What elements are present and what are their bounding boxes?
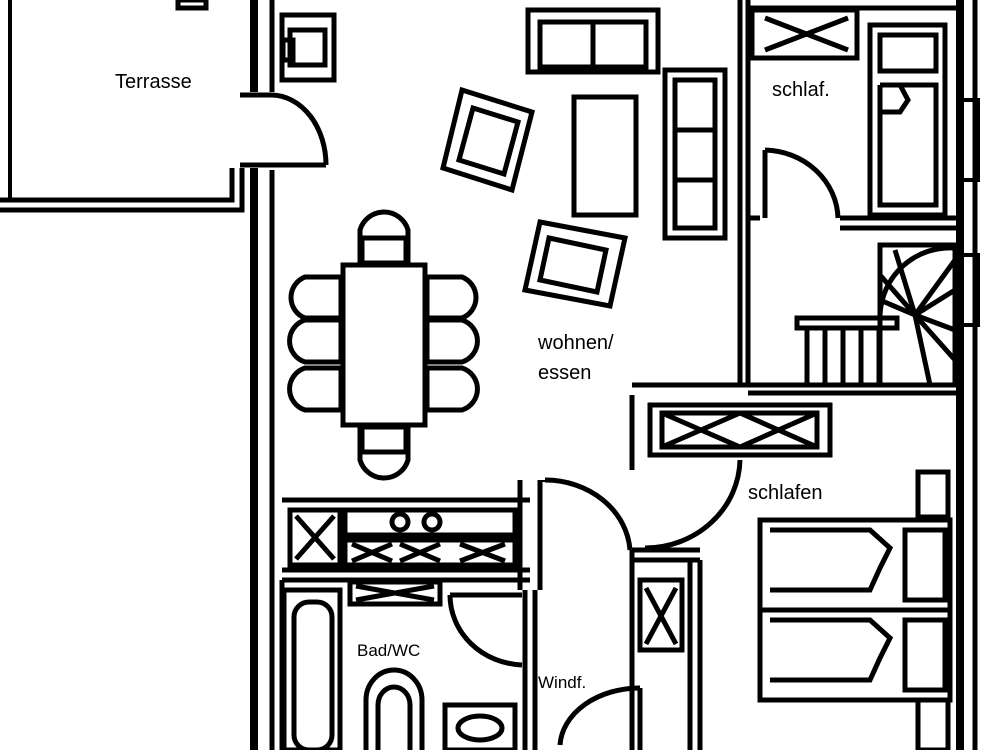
exterior-walls <box>250 0 978 750</box>
windows-right <box>956 98 980 327</box>
sofa-right <box>662 67 728 241</box>
terrace-door <box>240 92 329 168</box>
room-label-wohnen-line1: wohnen/ <box>538 332 614 354</box>
sideboard-top <box>279 12 337 83</box>
bed-small <box>867 22 948 218</box>
dining-table <box>340 262 428 428</box>
nightstand-bottom <box>915 697 951 750</box>
wardrobe-corridor <box>647 402 833 458</box>
kitchen-lower <box>347 579 443 607</box>
sofa-top <box>525 7 661 75</box>
interior-walls <box>279 0 960 750</box>
interior-doors <box>447 147 841 750</box>
room-label-wohnen-line2: essen <box>538 362 592 384</box>
washbasin <box>442 702 518 750</box>
nightstand-top <box>915 469 951 520</box>
bathtub <box>281 587 343 750</box>
room-label-schlaf-small: schlaf. <box>772 79 830 101</box>
wardrobe-bedroom <box>637 577 685 653</box>
wardrobe-small-bedroom <box>749 7 860 61</box>
room-label-wohnen: wohnen/ essen <box>538 328 614 388</box>
coffee-table <box>571 94 639 218</box>
room-label-bad: Bad/WC <box>357 641 421 660</box>
armchair-1 <box>440 86 536 194</box>
kitchen-counter <box>287 507 518 568</box>
terrace-outline <box>0 0 245 213</box>
dining-chairs <box>287 209 480 481</box>
armchair-2 <box>522 219 628 309</box>
room-label-windfang: Windf. <box>538 673 587 692</box>
room-label-schlafen: schlafen <box>748 482 823 504</box>
toilet <box>363 667 425 750</box>
staircase <box>877 242 958 388</box>
double-bed <box>757 517 953 703</box>
room-label-terrasse: Terrasse <box>115 71 192 93</box>
railing <box>794 315 900 385</box>
